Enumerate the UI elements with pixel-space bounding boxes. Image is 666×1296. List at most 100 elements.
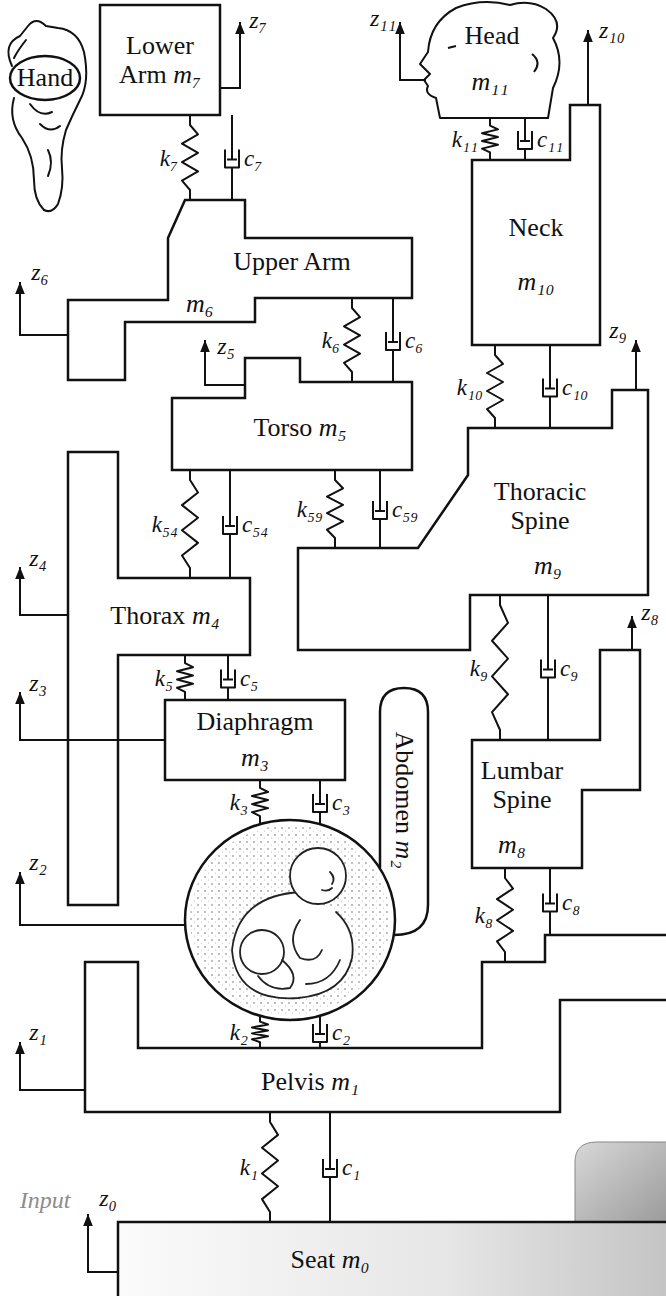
- segment-outline: [405, 0, 565, 118]
- input-label: Input: [20, 1188, 71, 1212]
- fetus-arm: [293, 920, 322, 960]
- stiffness-label: k₆: [322, 329, 340, 352]
- segment-text: Abdomenm₂: [389, 732, 418, 869]
- arrow-z3: [20, 692, 165, 740]
- displacement-label: z₀: [99, 1186, 117, 1210]
- arrow-z1: [20, 1042, 85, 1090]
- body-segment: Abdomenm₂: [185, 820, 395, 1020]
- damper-symbol: [323, 1112, 337, 1222]
- stiffness-label: k₁₁: [452, 128, 478, 151]
- segment-outline: [100, 5, 220, 115]
- segment-outline: [68, 452, 250, 905]
- segment-outline: [68, 452, 250, 905]
- segment-text: m₁₁: [472, 67, 509, 96]
- hand-finger: [40, 124, 60, 130]
- spring-symbol: [182, 470, 198, 578]
- segment-outline: [298, 390, 648, 650]
- body-segment: Thoracic Spine m₉: [298, 390, 648, 650]
- damping-label: c₅₄: [242, 513, 268, 536]
- fetus-drawing: [232, 848, 353, 998]
- damping-label: c₅: [240, 666, 258, 689]
- segment-name: Head: [465, 21, 520, 50]
- damping-label: c₂: [332, 1020, 350, 1043]
- arrow-z11: [400, 22, 426, 80]
- mass-symbol: m₀: [342, 1245, 370, 1274]
- segment-outline: [68, 200, 412, 380]
- segment-text: Thoracic Spine: [475, 477, 605, 535]
- body-segment: Neck m₁₀: [472, 105, 600, 345]
- damping-label: c₉: [560, 656, 578, 679]
- body-segment: Torsom₅: [172, 358, 412, 470]
- damping-label: c₇: [244, 146, 262, 169]
- baby-body: [258, 960, 294, 989]
- spring-symbol: [492, 595, 508, 740]
- mass-symbol: m₅: [319, 413, 347, 442]
- arrow-z9: [635, 340, 637, 390]
- body-segment: Pelvism₁: [85, 935, 666, 1112]
- mass-symbol: m₂: [390, 841, 419, 869]
- mass-symbol: m₁₀: [518, 267, 555, 296]
- mass-symbol: m₁: [331, 1067, 359, 1096]
- segment-text: Hand: [17, 63, 73, 92]
- segment-name: Hand: [17, 63, 73, 92]
- segment-outline: [185, 820, 395, 1020]
- displacement-label: z₁₀: [599, 18, 625, 42]
- arrow-z6: [20, 282, 68, 335]
- damper-symbol: [313, 780, 327, 824]
- displacement-arrows: [20, 22, 636, 1272]
- segment-outline: [118, 1222, 666, 1296]
- seat-box: Seatm₀: [118, 1222, 666, 1296]
- body-segment: Diaphragmm₃: [165, 700, 345, 780]
- arrow-z10: [587, 30, 589, 105]
- damper-symbol: [223, 470, 237, 578]
- spring-symbol: [252, 1016, 268, 1048]
- hand-outline: [8, 21, 86, 211]
- segment-outline: [165, 700, 345, 780]
- displacement-label: z₆: [31, 260, 49, 284]
- segment-outline: [10, 56, 80, 100]
- damping-label: c₁₀: [562, 375, 588, 398]
- segment-outline: [165, 700, 345, 780]
- stiffness-label: k₅₄: [152, 513, 178, 536]
- arrow-z2: [20, 872, 186, 925]
- spring-symbol: [252, 780, 268, 824]
- segment-outline: [118, 1222, 666, 1296]
- spring-symbol: [482, 118, 498, 160]
- spring-symbol: [327, 470, 343, 548]
- segment-name: Lumbar Spine: [481, 756, 563, 814]
- fetus-leg: [306, 960, 340, 984]
- displacement-label: z₃: [29, 671, 47, 695]
- segment-outline: [118, 1222, 666, 1296]
- segment-outline: [85, 935, 666, 1112]
- body-segment: Hand: [10, 56, 80, 100]
- hand-bar: [48, 150, 51, 176]
- mass-symbol: m₉: [534, 551, 562, 580]
- damper-symbol: [541, 595, 555, 740]
- segment-text: Thoraxm₄: [110, 601, 219, 630]
- segment-text: m₃: [241, 743, 269, 772]
- segment-outline: [185, 820, 395, 1020]
- segment-outline: [420, 2, 560, 118]
- fetus-head: [290, 848, 346, 904]
- mass-symbol: m₆: [186, 289, 214, 318]
- displacement-label: z₂: [29, 850, 47, 874]
- segment-outline: [472, 105, 600, 345]
- segment-outline: [298, 390, 648, 650]
- mass-symbol: m₁₁: [472, 67, 509, 96]
- segment-text: Head: [465, 21, 520, 50]
- stiffness-label: k₁: [240, 1156, 258, 1179]
- damping-label: c₅₉: [392, 498, 418, 521]
- stiffness-label: k₈: [475, 904, 493, 927]
- arrow-z7: [220, 22, 240, 88]
- fetus-body: [232, 892, 353, 998]
- segment-name: Upper Arm: [233, 247, 351, 276]
- stiffness-label: k₇: [160, 146, 178, 169]
- mass-symbol: m₈: [498, 830, 526, 859]
- damper-symbol: [313, 1016, 327, 1048]
- body-segment: Lumbar Spine m₈: [472, 650, 640, 868]
- segment-text: Neck: [509, 213, 564, 242]
- segment-text: m₈: [498, 830, 526, 859]
- spring-symbol: [177, 655, 193, 700]
